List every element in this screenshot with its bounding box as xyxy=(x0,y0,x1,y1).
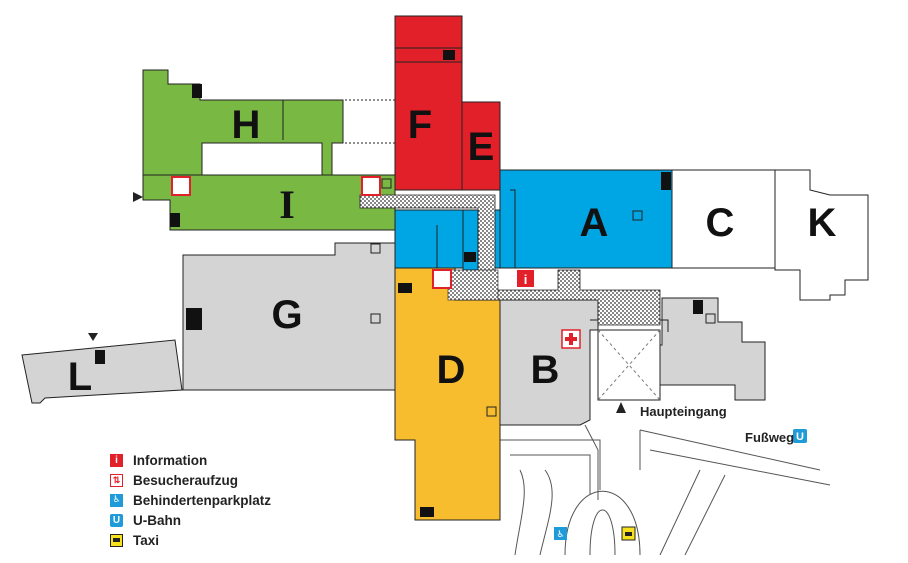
legend-label: Taxi xyxy=(133,532,160,548)
label-l: L xyxy=(68,355,92,399)
label-b: B xyxy=(531,348,560,392)
legend-item-taxi: Taxi xyxy=(110,530,310,550)
building-g xyxy=(182,242,396,391)
legend-label: Besucheraufzug xyxy=(133,472,239,488)
main-entrance-label: Haupteingang xyxy=(640,404,727,419)
visitor-elevator-icon: ⇅ xyxy=(110,473,123,487)
svg-text:♿: ♿ xyxy=(556,530,564,540)
building-annex xyxy=(654,297,766,401)
svg-text:i: i xyxy=(524,272,528,287)
legend-item-u-bahn: U U-Bahn xyxy=(110,510,310,530)
entrance-arrow-icon xyxy=(133,192,143,202)
emergency-cross-icon xyxy=(561,329,581,349)
taxi-icon xyxy=(110,533,123,547)
legend-label: Behindertenparkplatz xyxy=(133,492,272,508)
legend-item-disabled-parking: ♿ Behindertenparkplatz xyxy=(110,490,310,510)
information-icon: i xyxy=(110,453,123,467)
building-d xyxy=(394,267,501,521)
taxi-icon xyxy=(621,526,636,541)
label-d: D xyxy=(437,348,466,392)
legend-item-information: i Information xyxy=(110,450,310,470)
label-c: C xyxy=(706,201,735,245)
legend: i Information ⇅ Besucheraufzug ♿ Behinde… xyxy=(110,450,310,550)
disabled-parking-icon: ♿ xyxy=(110,493,123,507)
label-k: K xyxy=(808,201,837,245)
disabled-parking-icon: ♿ xyxy=(554,527,567,540)
building-i xyxy=(142,174,396,231)
entrance-arrow-icon xyxy=(88,333,98,341)
svg-text:U: U xyxy=(796,431,804,443)
u-bahn-icon: U xyxy=(793,429,807,443)
label-h: H xyxy=(232,103,261,147)
building-k-c xyxy=(671,169,869,301)
stairs-icons xyxy=(95,50,703,517)
label-g: G xyxy=(271,293,302,337)
visitor-elevator-icon xyxy=(171,176,452,289)
building-l xyxy=(21,339,183,404)
legend-label: Information xyxy=(133,452,208,468)
footpath-label: Fußweg xyxy=(745,430,794,445)
label-e: E xyxy=(468,125,495,169)
entrance-hall xyxy=(590,319,669,401)
information-icon: i xyxy=(517,270,534,287)
label-i: I xyxy=(279,182,295,227)
legend-label: U-Bahn xyxy=(133,512,181,528)
label-f: F xyxy=(408,103,432,147)
legend-item-elevator: ⇅ Besucheraufzug xyxy=(110,470,310,490)
roads xyxy=(500,424,831,556)
label-a: A xyxy=(580,201,609,245)
main-entrance-arrow-icon xyxy=(616,402,626,413)
u-bahn-icon: U xyxy=(110,513,123,527)
